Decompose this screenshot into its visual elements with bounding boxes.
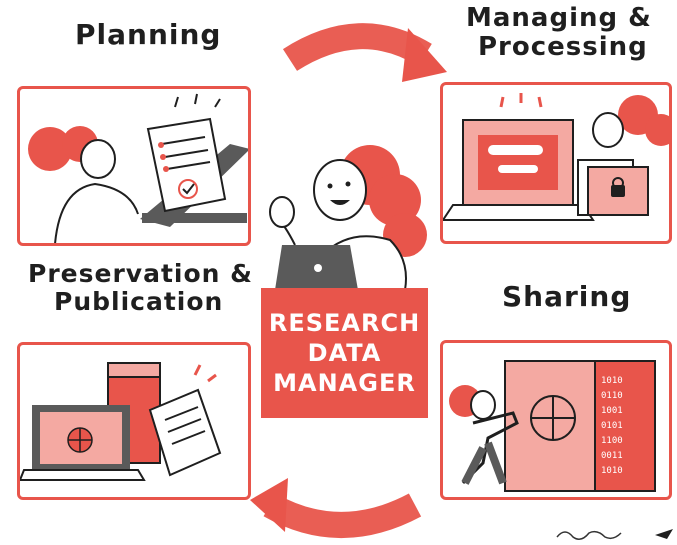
- center-line3: MANAGER: [273, 369, 416, 397]
- managing-label-line1: Managing &: [466, 3, 652, 33]
- research-data-manager-box: RESEARCH DATA MANAGER: [261, 288, 428, 418]
- managing-heading: Managing & Processing: [466, 4, 652, 61]
- planning-panel: [17, 86, 251, 246]
- center-line1: RESEARCH: [268, 309, 421, 337]
- managing-label-line2: Processing: [478, 31, 648, 62]
- svg-text:0011: 0011: [601, 451, 623, 461]
- managing-panel: [440, 82, 672, 244]
- svg-text:0101: 0101: [601, 421, 623, 431]
- svg-text:1010: 1010: [601, 376, 623, 386]
- svg-text:1001: 1001: [601, 406, 623, 416]
- center-line2: DATA: [307, 339, 382, 367]
- planning-heading: Planning: [75, 18, 222, 51]
- planning-illustration: [28, 93, 248, 243]
- sharing-panel: 1010 0110 1001 0101 1100 0011 1010: [440, 340, 672, 500]
- arrow-bottom-head: [250, 478, 288, 532]
- svg-text:1100: 1100: [601, 436, 623, 446]
- preservation-panel: [17, 342, 251, 500]
- signature-scribble: [556, 529, 673, 540]
- svg-text:1010: 1010: [601, 466, 623, 476]
- preservation-heading: Preservation & Publication: [28, 260, 253, 315]
- preservation-label-line1: Preservation &: [28, 259, 253, 288]
- sharing-heading: Sharing: [502, 280, 632, 313]
- sharing-label: Sharing: [502, 280, 632, 313]
- preservation-illustration: [20, 362, 222, 481]
- preservation-label-line2: Publication: [54, 286, 224, 316]
- managing-illustration: [443, 93, 669, 221]
- planning-label: Planning: [75, 18, 222, 51]
- svg-text:0110: 0110: [601, 391, 623, 401]
- sharing-illustration: 1010 0110 1001 0101 1100 0011 1010: [449, 360, 656, 492]
- arrow-bottom: [263, 493, 422, 538]
- arrow-top-head: [402, 28, 447, 82]
